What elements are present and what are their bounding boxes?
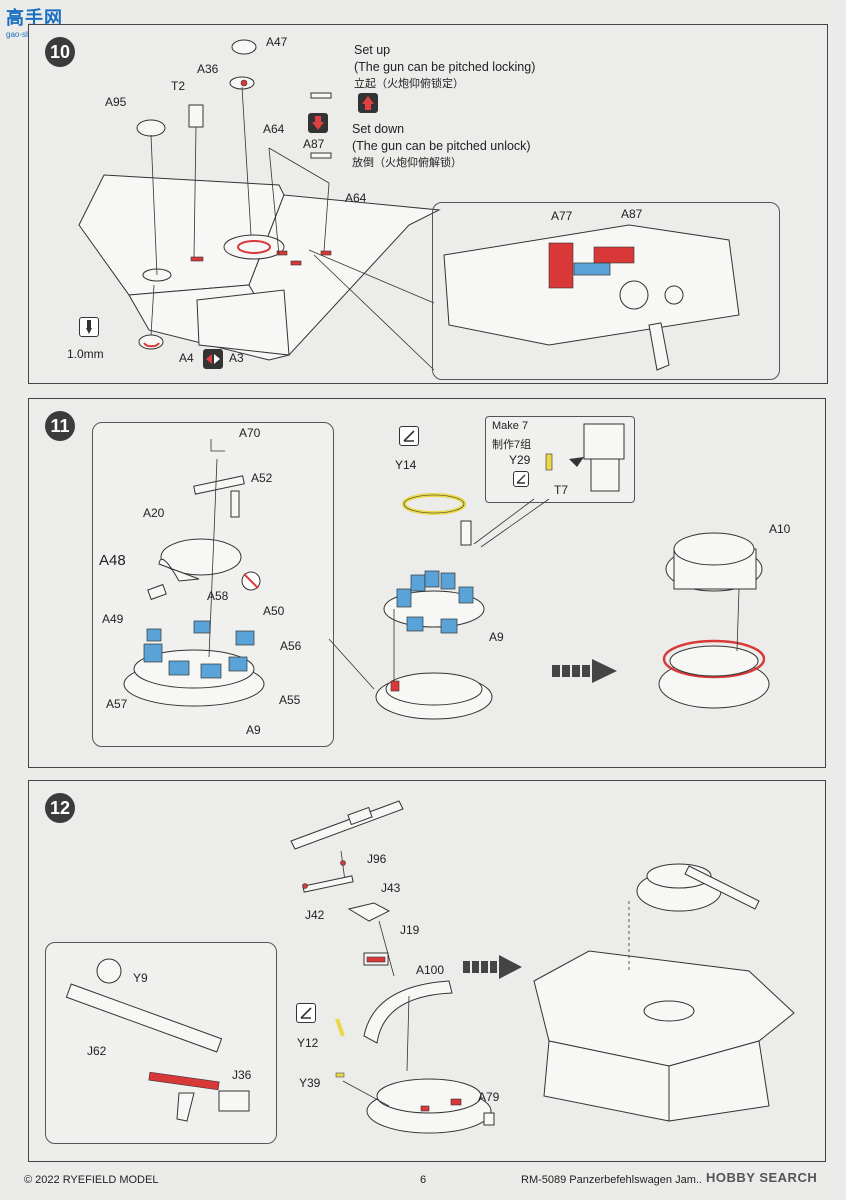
- label-a87: A87: [303, 137, 325, 151]
- label-y12: Y12: [297, 1036, 319, 1050]
- label-a79: A79: [478, 1090, 500, 1104]
- cement-icon: [513, 471, 529, 487]
- label-a10: A10: [769, 522, 791, 536]
- label-t2: T2: [171, 79, 186, 93]
- label-a9-mid: A9: [489, 630, 504, 644]
- label-a9-left: A9: [246, 723, 261, 737]
- label-a58: A58: [207, 589, 229, 603]
- label-a48: A48: [99, 552, 126, 569]
- setup-title: Set up: [354, 43, 391, 57]
- label-drill-size: 1.0mm: [67, 347, 104, 361]
- setdown-cn: 放倒（火炮仰俯解锁）: [352, 157, 462, 169]
- label-a64-top: A64: [263, 122, 285, 136]
- label-y39: Y39: [299, 1076, 321, 1090]
- label-a70: A70: [239, 426, 261, 440]
- label-a49: A49: [102, 612, 124, 626]
- label-a100: A100: [416, 963, 445, 977]
- label-a47: A47: [266, 35, 288, 49]
- label-a36: A36: [197, 62, 219, 76]
- footer-brand: HOBBY SEARCH: [702, 1170, 818, 1185]
- label-y14: Y14: [395, 458, 417, 472]
- label-a52: A52: [251, 471, 273, 485]
- label-j62: J62: [87, 1044, 107, 1058]
- label-a55: A55: [279, 693, 301, 707]
- label-y29: Y29: [509, 453, 531, 467]
- setup-arrow-icon: [358, 93, 378, 113]
- label-a50: A50: [263, 604, 285, 618]
- label-j36: J36: [232, 1068, 252, 1082]
- step-11-panel: 11: [28, 398, 826, 768]
- setdown-arrow-icon: [308, 113, 328, 133]
- label-j42: J42: [305, 908, 325, 922]
- step-11-drawing: [123, 423, 770, 720]
- setup-cn: 立起（火炮仰俯锁定）: [354, 78, 464, 90]
- label-a64-bottom: A64: [345, 191, 367, 205]
- label-j96: J96: [367, 852, 387, 866]
- label-a56: A56: [280, 639, 302, 653]
- label-t7: T7: [554, 483, 569, 497]
- step-number: 10: [45, 37, 75, 67]
- step-10-detail-inset: [432, 202, 780, 380]
- step-12-drawing: [65, 800, 795, 1134]
- step-number: 12: [45, 793, 75, 823]
- make7-note-cn: 制作7组: [492, 439, 532, 451]
- cement-icon: [399, 426, 419, 446]
- label-a95: A95: [105, 95, 127, 109]
- label-y9: Y9: [133, 971, 148, 985]
- setdown-title: Set down: [352, 122, 405, 136]
- setdown-desc: (The gun can be pitched unlock): [352, 139, 531, 153]
- step-10-drawing: [78, 39, 740, 371]
- label-j19: J19: [400, 923, 420, 937]
- step-12-panel: 12: [28, 780, 826, 1162]
- cement-icon: [296, 1003, 316, 1023]
- footer-copyright: © 2022 RYEFIELD MODEL: [24, 1174, 159, 1186]
- label-a77: A77: [551, 209, 573, 223]
- footer-product: RM-5089 Panzerbefehlswagen Jam..it Ausfü…: [521, 1174, 761, 1186]
- drill-icon: [79, 317, 99, 337]
- footer-page-number: 6: [420, 1174, 427, 1186]
- watermark-text: 高手网: [6, 8, 63, 28]
- label-a3: A3: [229, 351, 244, 365]
- label-a4: A4: [179, 351, 194, 365]
- make7-note: Make 7: [492, 420, 529, 432]
- step-10-panel: 10: [28, 24, 828, 384]
- swap-arrow-icon: [203, 349, 223, 369]
- label-a87-inset: A87: [621, 207, 643, 221]
- label-a57: A57: [106, 697, 128, 711]
- step-number: 11: [45, 411, 75, 441]
- label-j43: J43: [381, 881, 401, 895]
- setup-desc: (The gun can be pitched locking): [354, 60, 536, 74]
- label-a20: A20: [143, 506, 165, 520]
